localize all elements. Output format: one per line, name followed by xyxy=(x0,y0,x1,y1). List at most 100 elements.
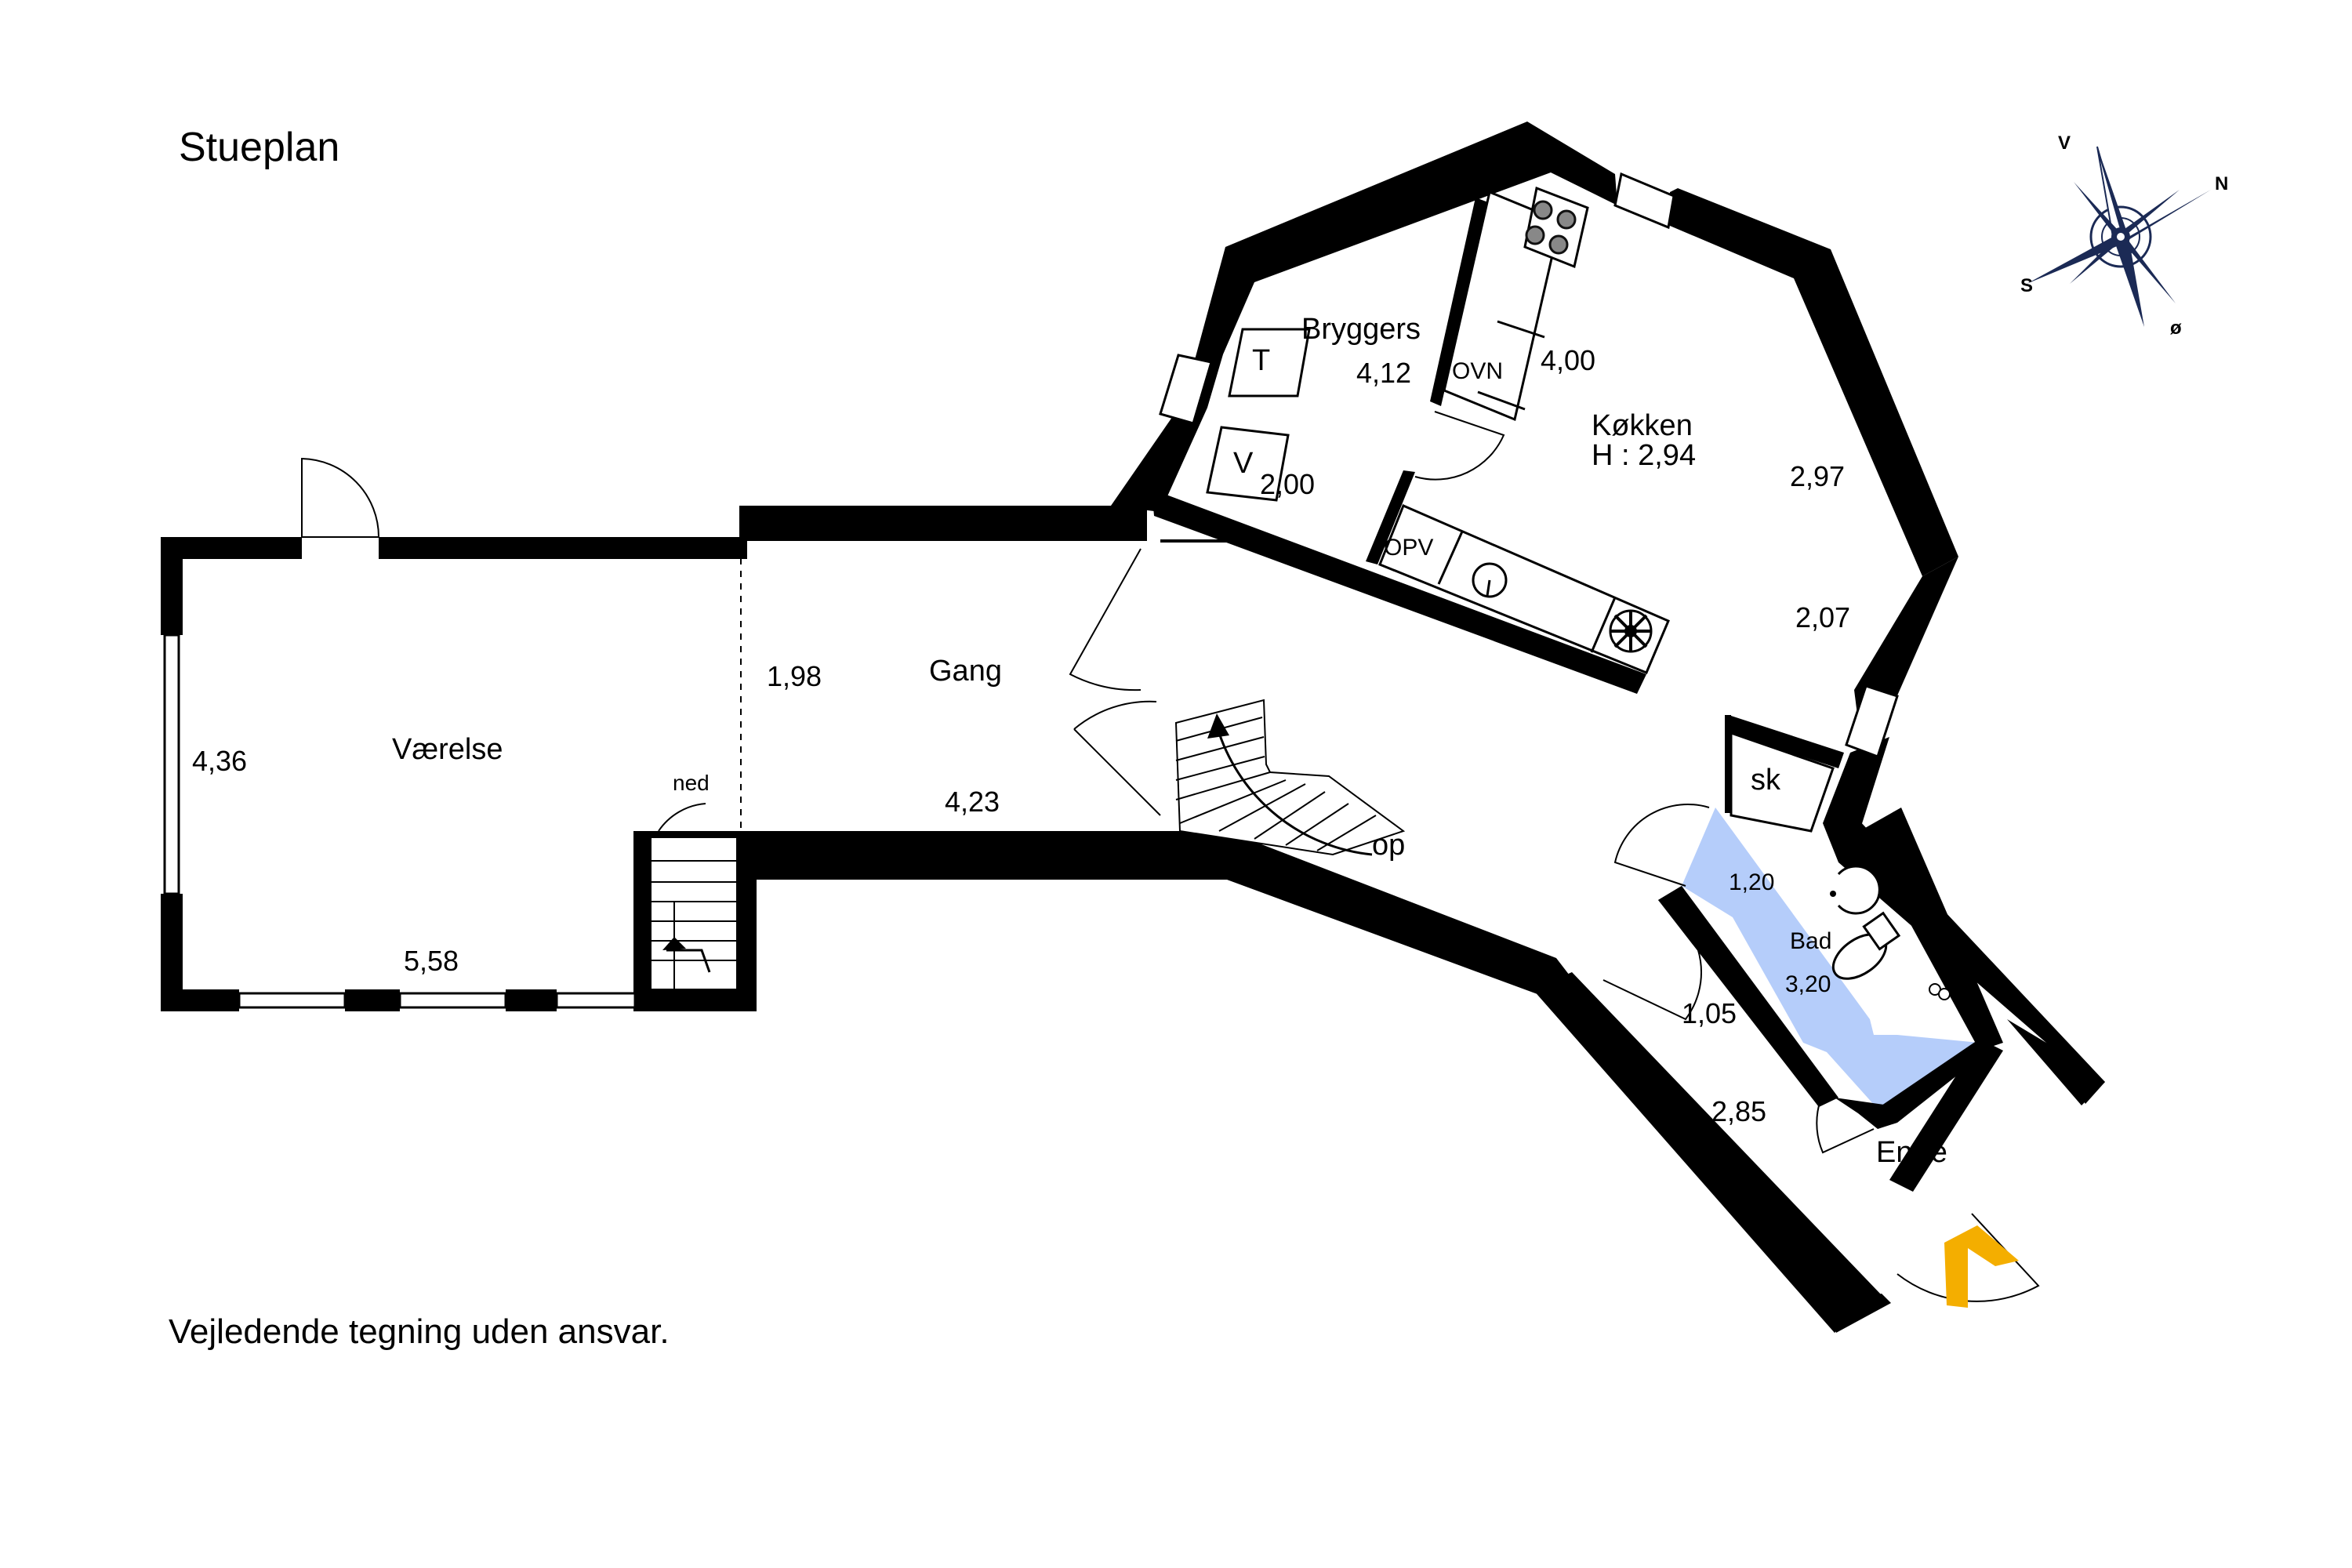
wall-entre-door-right xyxy=(1889,1039,2003,1192)
wall-vaerelse-left-top xyxy=(161,537,183,635)
wall-bathroom-left xyxy=(1658,886,1838,1107)
compass-label-v: V xyxy=(2058,132,2071,154)
oven-divider-bottom xyxy=(1477,390,1526,411)
entrance-arrow-icon xyxy=(1944,1225,2019,1308)
kitchen-counter-lower xyxy=(1378,504,1670,674)
compass-label-n: N xyxy=(2215,173,2228,194)
stove-burner-3 xyxy=(1525,225,1545,245)
stove-burner-1 xyxy=(1533,200,1553,220)
wall-stair-top xyxy=(651,831,737,837)
wall-bathroom-right-lower xyxy=(1882,1039,1984,1123)
wall-bryggers-kitchen xyxy=(1430,198,1488,406)
toilet-icon xyxy=(1831,911,1901,980)
oven-divider-top xyxy=(1497,320,1545,339)
box-v xyxy=(1206,426,1290,502)
wall-sk-top xyxy=(1729,715,1844,768)
arrow-down-icon xyxy=(662,937,686,950)
fixture-label-t: T xyxy=(1252,344,1270,377)
door-bad-entre xyxy=(1816,1105,1875,1154)
wall-bryggers-kitchen-lower xyxy=(1366,470,1415,564)
dim-vaerelse-height: 4,36 xyxy=(192,745,247,777)
dim-bryggers-b: 2,00 xyxy=(1260,468,1315,500)
plan-disclaimer: Vejledende tegning uden ansvar. xyxy=(169,1312,670,1351)
room-label-kokken: Køkken xyxy=(1592,409,1693,442)
fan-icon xyxy=(1609,609,1653,653)
bathroom-sink-icon xyxy=(1830,865,1881,915)
bathroom-floor xyxy=(1682,808,1980,1113)
room-label-bad: Bad xyxy=(1790,928,1831,954)
room-label-bryggers: Bryggers xyxy=(1301,313,1421,346)
stair-label-up: op xyxy=(1372,829,1405,862)
wall-kitchen-top-right xyxy=(1670,188,1958,576)
sink-tap xyxy=(1486,579,1491,597)
counter-divider-1 xyxy=(1437,531,1464,585)
wall-vaerelse-top-left xyxy=(161,537,302,559)
dim-kokken-a: 4,00 xyxy=(1541,344,1595,376)
door-gang-upper xyxy=(1069,548,1142,691)
fixture-label-v: V xyxy=(1233,447,1254,480)
window-bryggers xyxy=(1159,354,1213,425)
walls xyxy=(161,122,2105,1333)
window-vaerelse-bottom-3 xyxy=(555,992,637,1009)
dim-kokken-c: 2,07 xyxy=(1795,601,1850,633)
wall-bathroom-bottom xyxy=(1835,1098,1897,1129)
window-vaerelse-left xyxy=(163,633,180,895)
wall-entre-bottom xyxy=(1835,1294,1891,1333)
wall-lower-diagonal xyxy=(1227,831,1572,1000)
wall-kitchen-gang-divider xyxy=(1152,494,1646,694)
wall-gang-bottom xyxy=(737,831,1184,880)
box-t xyxy=(1228,328,1311,397)
window-vaerelse-bottom-2 xyxy=(398,992,507,1009)
compass-label-o: ø xyxy=(2170,318,2182,339)
stove-burner-4 xyxy=(1548,234,1569,255)
stairs-up xyxy=(1174,699,1406,856)
wall-kitchen-outer xyxy=(1111,122,1617,512)
shower-tap-icon xyxy=(1929,983,1951,1000)
dim-kokken-b: 2,97 xyxy=(1790,460,1845,492)
wall-kitchen-right-lower xyxy=(1854,557,1958,733)
door-bathroom xyxy=(1613,804,1710,887)
wall-stair-left xyxy=(633,831,651,1011)
wall-vaerelse-bottom-a xyxy=(161,989,239,1011)
window-vaerelse-bottom-1 xyxy=(238,992,347,1009)
fixture-label-ovn: OVN xyxy=(1452,358,1503,384)
wall-bathroom-left-top xyxy=(1658,886,1692,913)
compass-icon: V N S ø xyxy=(2020,132,2228,339)
wall-vaerelse-bottom-b xyxy=(345,989,400,1011)
wall-vaerelse-bottom-c xyxy=(506,989,557,1011)
door-entre-left xyxy=(1602,909,1702,1021)
door-entrance xyxy=(1896,1213,2040,1302)
dim-entre-a: 1,05 xyxy=(1682,997,1737,1029)
wall-bathroom-right-top xyxy=(1860,808,2003,1051)
windows xyxy=(163,172,1899,1009)
window-kitchen-right xyxy=(1845,684,1899,758)
wall-stair-shaft xyxy=(1168,831,1227,880)
room-label-entre: Entré xyxy=(1876,1136,1947,1169)
compass-label-s: S xyxy=(2020,275,2033,296)
dim-vaerelse-width: 5,58 xyxy=(404,945,459,977)
fixture-label-sk: sk xyxy=(1751,764,1781,797)
sk-closet xyxy=(1730,731,1835,833)
stair-label-down: ned xyxy=(673,771,710,795)
dim-gang-width: 4,23 xyxy=(945,786,1000,818)
doors xyxy=(301,411,2040,1302)
room-label-vaerelse: Værelse xyxy=(392,733,503,766)
room-label-gang: Gang xyxy=(929,655,1002,688)
wall-entre-outer xyxy=(1533,972,1882,1333)
wall-gang-top xyxy=(739,506,1147,541)
dim-entre-b: 2,85 xyxy=(1711,1095,1766,1127)
dim-bryggers-a: 4,12 xyxy=(1356,357,1411,389)
wall-entre-right-tip xyxy=(2007,1019,2105,1105)
window-kitchen-top xyxy=(1613,172,1675,230)
wall-vaerelse-bottom-d xyxy=(635,989,757,1011)
fixtures xyxy=(1206,186,1951,1000)
fixture-label-opv: OPV xyxy=(1384,535,1433,561)
stove-burner-2 xyxy=(1556,209,1577,230)
dim-bad-b: 3,20 xyxy=(1785,971,1831,997)
dim-bad-a: 1,20 xyxy=(1729,869,1774,895)
door-gang-lower xyxy=(1073,700,1161,816)
stairs-down xyxy=(650,803,738,990)
plan-title: Stueplan xyxy=(179,125,339,170)
wall-vaerelse-top-right xyxy=(379,537,747,559)
